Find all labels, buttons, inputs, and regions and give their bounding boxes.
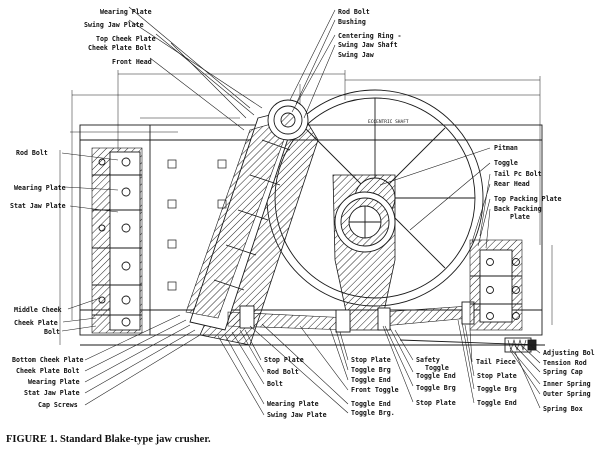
label-swing-jaw-plate-b: Swing Jaw Plate [267, 411, 327, 419]
label-stop-plate-1: Stop Plate [264, 356, 304, 364]
label-stop-plate-3: Stop Plate [416, 399, 456, 407]
label-bolt: Bolt [44, 328, 60, 336]
label-tail-piece: Tail Piece [476, 358, 516, 366]
label-plate: Plate [510, 213, 530, 221]
label-toggle-end-2: Toggle End [351, 376, 391, 384]
label-rod-bolt-top: Rod Bolt [338, 8, 370, 16]
dimension-lines [59, 70, 553, 345]
label-adjusting-bolt: Adjusting Bol [543, 349, 595, 357]
label-pitman: Pitman [494, 144, 518, 152]
label-bolt-b: Bolt [267, 380, 283, 388]
label-toggle-brg-r: Toggle Brg [477, 385, 517, 393]
label-swing-jaw-plate-top: Swing Jaw Plate [84, 21, 144, 29]
label-tail-pc-bolt: Tail Pc Bolt [494, 170, 542, 178]
part-labels: Wearing Plate Swing Jaw Plate Top Cheek … [10, 8, 595, 419]
label-toggle-end-s: Toggle End [416, 372, 456, 380]
label-cap-screws: Cap Screws [38, 401, 78, 409]
label-toggle-end-3: Toggle End [351, 400, 391, 408]
label-middle-cheek: Middle Cheek [14, 306, 62, 314]
machine-drawing [59, 70, 553, 353]
label-wearing-plate-left: Wearing Plate [14, 184, 66, 192]
frame-outline [79, 124, 543, 336]
label-swing-jaw-shaft: Swing Jaw Shaft [338, 41, 398, 49]
label-bottom-cheek-plate: Bottom Cheek Plate [12, 356, 83, 364]
label-stop-plate-2: Stop Plate [351, 356, 391, 364]
label-cheek-plate-bolt-top: Cheek Plate Bolt [88, 44, 152, 52]
label-inner-spring: Inner Spring [543, 380, 591, 388]
rear-head [469, 239, 523, 331]
label-toggle-right: Toggle [494, 159, 518, 167]
label-rod-bolt-b: Rod Bolt [267, 368, 299, 376]
label-toggle-brg-2: Toggle Brg [351, 366, 391, 374]
back-toggle [377, 301, 475, 331]
label-centering-ring: Centering Ring - [338, 32, 402, 40]
label-toggle-s: Toggle [425, 364, 449, 372]
label-top-packing-plate: Top Packing Plate [494, 195, 562, 203]
stationary-jaw [91, 147, 143, 334]
label-front-toggle: Front Toggle [351, 386, 399, 394]
label-rod-bolt-left: Rod Bolt [16, 149, 48, 157]
label-stat-jaw-plate-bottom: Stat Jaw Plate [24, 389, 80, 397]
side-bolt-holes [167, 159, 227, 291]
label-spring-cap: Spring Cap [543, 368, 583, 376]
label-stat-jaw-plate-left: Stat Jaw Plate [10, 202, 66, 210]
label-tension-rod: Tension Rod [543, 359, 587, 367]
label-cheek-plate: Cheek Plate [14, 319, 58, 327]
pitman [332, 174, 396, 331]
front-toggle [227, 305, 351, 333]
label-toggle-end-r: Toggle End [477, 399, 517, 407]
label-outer-spring: Outer Spring [543, 390, 591, 398]
label-wearing-plate-b: Wearing Plate [267, 400, 319, 408]
label-toggle-brg-3: Toggle Brg. [351, 409, 395, 417]
label-top-cheek-plate: Top Cheek Plate [96, 35, 156, 43]
label-rear-head: Rear Head [494, 180, 530, 188]
label-toggle-brg-s: Toggle Brg [416, 384, 456, 392]
label-spring-box: Spring Box [543, 405, 583, 413]
label-cheek-plate-bolt-bottom: Cheek Plate Bolt [16, 367, 80, 375]
label-back-packing: Back Packing [494, 205, 542, 213]
label-wearing-plate-bottom: Wearing Plate [28, 378, 80, 386]
label-front-head: Front Head [112, 58, 152, 66]
leader-lines [61, 6, 541, 416]
swing-jaw [185, 99, 319, 346]
label-bushing: Bushing [338, 18, 366, 26]
label-stop-plate-r: Stop Plate [477, 372, 517, 380]
label-wearing-plate-top: Wearing Plate [100, 8, 152, 16]
label-safety: Safety [416, 356, 440, 364]
label-swing-jaw: Swing Jaw [338, 51, 374, 59]
label-eccentric-shaft: ECCENTRIC SHAFT [368, 119, 409, 125]
figure-caption: FIGURE 1. Standard Blake-type jaw crushe… [6, 434, 211, 445]
